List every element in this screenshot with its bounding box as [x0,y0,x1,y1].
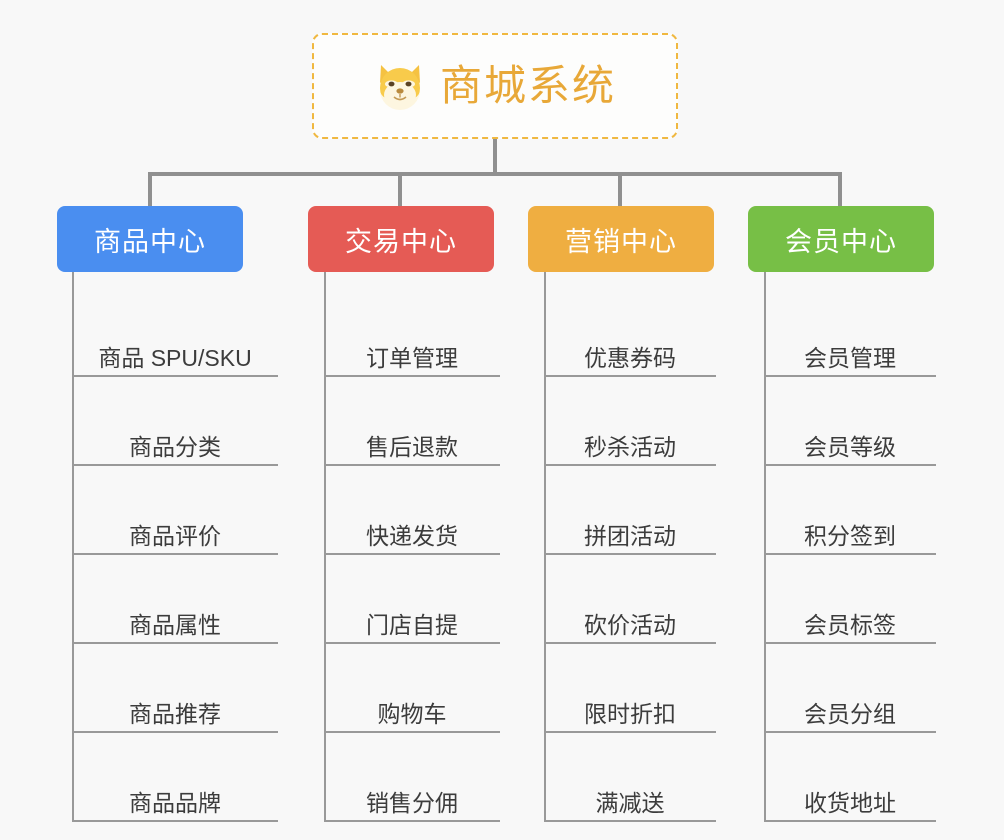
leaf-item-label: 收货地址 [804,789,896,816]
leaf-item-label: 销售分佣 [366,789,458,816]
leaf-item[interactable]: 商品推荐 [72,644,278,733]
leaf-item[interactable]: 销售分佣 [324,733,500,822]
leaf-item[interactable]: 优惠券码 [544,288,716,377]
connector-drop-3 [618,172,622,208]
leaf-item[interactable]: 商品品牌 [72,733,278,822]
leaf-item[interactable]: 门店自提 [324,555,500,644]
connector-root-stem [493,139,497,174]
leaf-item-label: 满减送 [595,789,665,816]
leaf-item-label: 订单管理 [366,344,458,371]
leaf-spine [764,272,766,822]
leaf-item-label: 商品品牌 [129,789,221,816]
leaf-item[interactable]: 商品 SPU/SKU [72,288,278,377]
leaf-item[interactable]: 购物车 [324,644,500,733]
leaf-item[interactable]: 快递发货 [324,466,500,555]
leaf-item-label: 商品评价 [129,522,221,549]
category-label: 交易中心 [345,226,457,257]
category-box-marketing[interactable]: 营销中心 [528,206,714,272]
leaf-item-label: 快递发货 [366,522,458,549]
leaf-item-label: 会员管理 [804,344,896,371]
leaf-item[interactable]: 商品属性 [72,555,278,644]
leaf-item-label: 拼团活动 [584,522,676,549]
leaf-item[interactable]: 砍价活动 [544,555,716,644]
leaf-item[interactable]: 秒杀活动 [544,377,716,466]
category-box-products[interactable]: 商品中心 [57,206,243,272]
leaf-item[interactable]: 限时折扣 [544,644,716,733]
leaf-spine [544,272,546,822]
connector-drop-1 [148,172,152,208]
leaf-spine [324,272,326,822]
root-node[interactable]: 商城系统 [312,33,678,139]
leaf-item[interactable]: 会员分组 [764,644,936,733]
leaf-item-label: 购物车 [377,700,447,727]
leaf-item[interactable]: 订单管理 [324,288,500,377]
leaf-item-label: 商品属性 [129,611,221,638]
leaf-item[interactable]: 售后退款 [324,377,500,466]
leaf-item-label: 售后退款 [366,433,458,460]
leaf-item-label: 会员等级 [804,433,896,460]
connector-drop-4 [838,172,842,208]
category-label: 营销中心 [565,226,677,257]
leaf-item[interactable]: 积分签到 [764,466,936,555]
leaf-item-label: 秒杀活动 [584,433,676,460]
leaf-item-label: 商品分类 [129,433,221,460]
leaf-item-label: 会员标签 [804,611,896,638]
leaf-item-label: 商品推荐 [129,700,221,727]
leaf-item-label: 优惠券码 [584,344,676,371]
category-box-member[interactable]: 会员中心 [748,206,934,272]
leaf-item-label: 会员分组 [804,700,896,727]
category-label: 商品中心 [94,226,206,257]
leaf-item[interactable]: 会员管理 [764,288,936,377]
leaf-item[interactable]: 商品分类 [72,377,278,466]
leaf-item[interactable]: 商品评价 [72,466,278,555]
connector-drop-2 [398,172,402,208]
leaf-item-label: 商品 SPU/SKU [98,344,252,371]
leaf-item[interactable]: 会员标签 [764,555,936,644]
leaf-item[interactable]: 收货地址 [764,733,936,822]
leaf-spine [72,272,74,822]
leaf-item[interactable]: 会员等级 [764,377,936,466]
root-title: 商城系统 [439,62,616,109]
leaf-item-label: 积分签到 [804,522,896,549]
leaf-item-label: 限时折扣 [584,700,676,727]
shiba-dog-face-icon [374,61,426,111]
leaf-item[interactable]: 满减送 [544,733,716,822]
leaf-item-label: 门店自提 [366,611,458,638]
connector-horizontal-bus [150,172,840,176]
category-box-trade[interactable]: 交易中心 [308,206,494,272]
category-label: 会员中心 [785,226,897,257]
leaf-item-label: 砍价活动 [584,611,676,638]
leaf-item[interactable]: 拼团活动 [544,466,716,555]
